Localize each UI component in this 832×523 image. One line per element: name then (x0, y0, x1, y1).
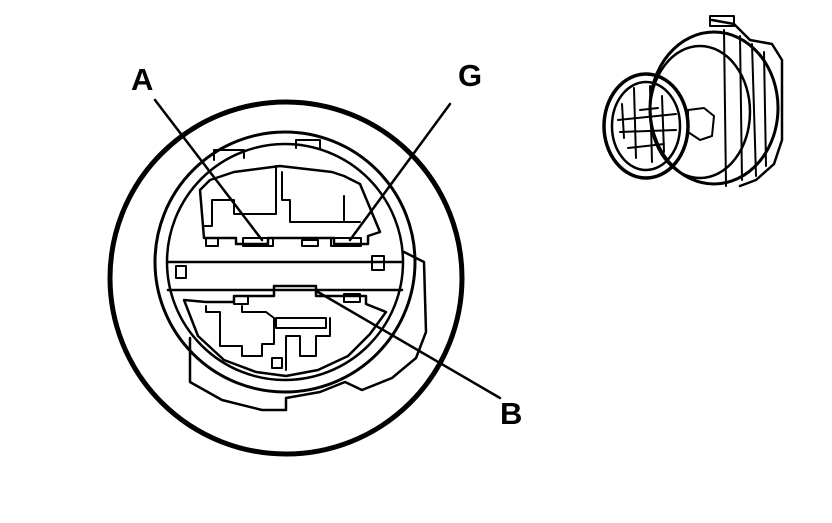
connector-face-cavities (617, 85, 677, 163)
connector-top-clip (709, 15, 735, 27)
housing-skirt (188, 250, 428, 412)
lower-cavity-details (205, 305, 331, 371)
lower-left-tab (233, 295, 249, 305)
connector-face-inner (610, 80, 682, 172)
outer-housing-ring (107, 99, 465, 457)
pin-a-slot (242, 237, 274, 247)
pin-b-slot (275, 317, 327, 329)
right-side-notch (371, 255, 385, 271)
top-tab-right (295, 139, 321, 149)
middle-divider-bar (166, 260, 404, 292)
connector-ribs (723, 29, 767, 187)
lower-right-notch (343, 293, 361, 303)
leader-line-g (348, 102, 452, 242)
pin-g-slot (330, 237, 362, 247)
upper-left-notch (205, 237, 219, 247)
leader-line-b (316, 290, 502, 400)
connector-face-rim (602, 72, 690, 180)
upper-cavity-details (203, 165, 361, 227)
top-tab-left (213, 149, 245, 161)
connector-latch (710, 18, 784, 188)
upper-small-slot (301, 239, 319, 247)
connector-perspective-view (602, 15, 784, 188)
connector-collar (648, 44, 752, 180)
connector-body-rear (648, 30, 780, 186)
lower-small-post (271, 357, 283, 369)
leader-line-a (153, 98, 264, 242)
callout-label-a: A (131, 62, 154, 97)
callout-label-g: G (458, 58, 483, 93)
left-side-notch (175, 265, 187, 279)
callout-label-b: B (500, 396, 523, 431)
face-outer-ring (153, 130, 417, 394)
connector-side-latch (687, 107, 715, 141)
upper-cavity-block (198, 164, 382, 246)
